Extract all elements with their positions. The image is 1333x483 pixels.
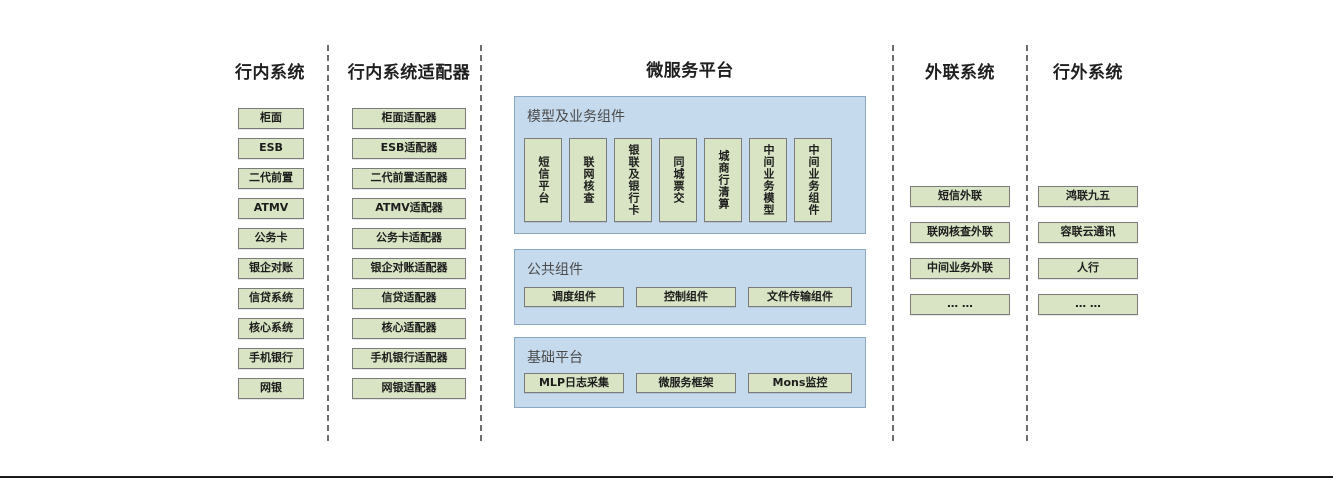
node-model-component[interactable]: 短信平台	[524, 138, 562, 222]
node-internal-system[interactable]: 银企对账	[238, 258, 304, 279]
node-external-link-system[interactable]: … …	[910, 294, 1010, 315]
node-internal-adapter[interactable]: 公务卡适配器	[352, 228, 466, 249]
node-internal-adapter[interactable]: ATMV适配器	[352, 198, 466, 219]
node-internal-adapter[interactable]: ESB适配器	[352, 138, 466, 159]
node-model-component[interactable]: 中间业务模型	[749, 138, 787, 222]
node-internal-system[interactable]: 公务卡	[238, 228, 304, 249]
node-internal-adapter[interactable]: 柜面适配器	[352, 108, 466, 129]
node-internal-system[interactable]: 网银	[238, 378, 304, 399]
node-outside-bank-system[interactable]: … …	[1038, 294, 1138, 315]
node-outside-bank-system[interactable]: 鸿联九五	[1038, 186, 1138, 207]
node-internal-system[interactable]: 二代前置	[238, 168, 304, 189]
bottom-divider	[0, 476, 1333, 478]
node-internal-adapter[interactable]: 网银适配器	[352, 378, 466, 399]
node-model-component[interactable]: 中间业务组件	[794, 138, 832, 222]
divider-internal-to-adapters	[327, 45, 329, 441]
node-model-component[interactable]: 银联及银行卡	[614, 138, 652, 222]
node-internal-system[interactable]: ESB	[238, 138, 304, 159]
node-internal-adapter[interactable]: 二代前置适配器	[352, 168, 466, 189]
node-internal-adapter[interactable]: 核心适配器	[352, 318, 466, 339]
node-internal-adapter[interactable]: 银企对账适配器	[352, 258, 466, 279]
node-model-component[interactable]: 城商行清算	[704, 138, 742, 222]
column-header-outside-bank-systems: 行外系统	[1053, 63, 1123, 83]
node-public-component[interactable]: 文件传输组件	[748, 287, 852, 307]
panel-title-base-platform: 基础平台	[527, 350, 583, 366]
node-internal-system[interactable]: 柜面	[238, 108, 304, 129]
column-header-internal-adapters: 行内系统适配器	[347, 63, 471, 83]
panel-title-public-components: 公共组件	[527, 262, 583, 278]
divider-adapters-to-platform	[480, 45, 482, 441]
panel-base-platform: 基础平台	[514, 337, 866, 408]
column-header-external-link-systems: 外联系统	[925, 63, 995, 83]
node-external-link-system[interactable]: 中间业务外联	[910, 258, 1010, 279]
node-internal-adapter[interactable]: 信贷适配器	[352, 288, 466, 309]
node-internal-system[interactable]: 核心系统	[238, 318, 304, 339]
node-base-platform-component[interactable]: 微服务框架	[636, 373, 736, 393]
column-header-internal-systems: 行内系统	[235, 63, 305, 83]
column-header-microservice-platform: 微服务平台	[646, 61, 734, 81]
divider-external-to-outside	[1026, 45, 1028, 441]
node-model-component[interactable]: 联网核查	[569, 138, 607, 222]
node-internal-system[interactable]: 手机银行	[238, 348, 304, 369]
node-public-component[interactable]: 控制组件	[636, 287, 736, 307]
node-internal-system[interactable]: 信贷系统	[238, 288, 304, 309]
divider-platform-to-external	[892, 45, 894, 441]
node-model-component[interactable]: 同城票交	[659, 138, 697, 222]
node-base-platform-component[interactable]: Mons监控	[748, 373, 852, 393]
panel-title-model-business-components: 模型及业务组件	[527, 109, 625, 125]
node-internal-system[interactable]: ATMV	[238, 198, 304, 219]
node-outside-bank-system[interactable]: 人行	[1038, 258, 1138, 279]
node-internal-adapter[interactable]: 手机银行适配器	[352, 348, 466, 369]
node-public-component[interactable]: 调度组件	[524, 287, 624, 307]
node-base-platform-component[interactable]: MLP日志采集	[524, 373, 624, 393]
node-outside-bank-system[interactable]: 容联云通讯	[1038, 222, 1138, 243]
node-external-link-system[interactable]: 联网核查外联	[910, 222, 1010, 243]
node-external-link-system[interactable]: 短信外联	[910, 186, 1010, 207]
